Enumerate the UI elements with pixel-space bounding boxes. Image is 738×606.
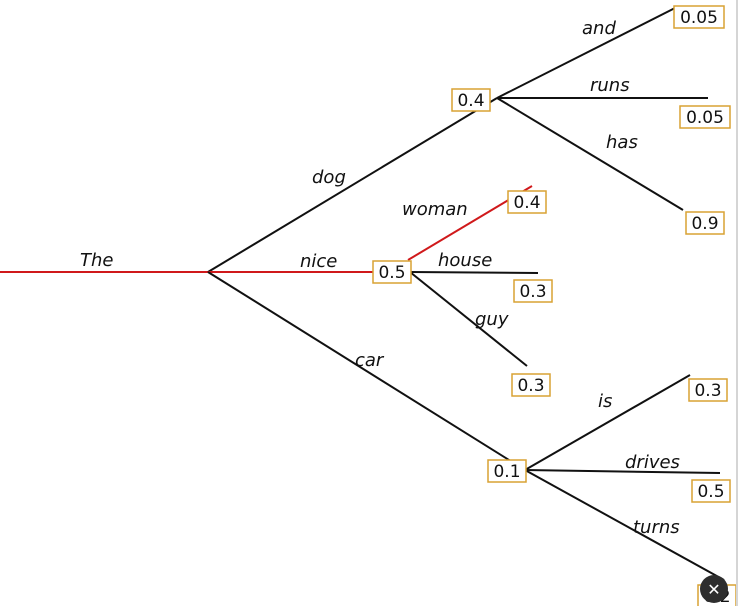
word-dog: dog: [312, 167, 346, 188]
prob-dog-runs-frame: [679, 105, 731, 129]
close-button[interactable]: ✕: [700, 575, 728, 603]
edge-dog: [207, 97, 498, 273]
prob-nice-woman: 0.4: [507, 190, 547, 214]
prob-nice-guy-value: 0.3: [517, 376, 544, 396]
prob-dog-has: 0.9: [685, 211, 725, 235]
tree-words: The dog and runs has nice woman house guy car is dr…: [80, 18, 680, 538]
word-drives: drives: [625, 452, 680, 473]
prob-dog-value: 0.4: [457, 91, 484, 111]
word-root: The: [80, 250, 113, 271]
prob-dog-has-frame: [685, 211, 725, 235]
edge-car-is: [524, 374, 691, 471]
word-and: and: [582, 18, 616, 39]
word-house: house: [438, 250, 492, 271]
probability-boxes: 0.050.050.90.40.40.30.30.50.30.50.20.1: [372, 5, 737, 606]
close-icon: ✕: [707, 579, 721, 599]
prob-dog-and-frame: [673, 5, 725, 29]
prob-nice-woman-value: 0.4: [513, 193, 540, 213]
edge-car: [207, 271, 526, 471]
prob-nice-house-value: 0.3: [519, 282, 546, 302]
window-edge: [736, 0, 738, 606]
prob-car-is-value: 0.3: [694, 381, 721, 401]
prob-nice-house-frame: [513, 279, 553, 303]
prob-dog-frame: [451, 88, 491, 112]
prob-dog-runs: 0.05: [679, 105, 731, 129]
prob-dog-runs-value: 0.05: [686, 108, 724, 128]
word-runs: runs: [590, 75, 630, 96]
word-car: car: [355, 350, 385, 371]
prob-car-frame: [487, 459, 527, 483]
prob-nice: 0.5: [372, 260, 412, 284]
prob-car-value: 0.1: [493, 462, 520, 482]
word-has: has: [606, 132, 638, 153]
edge-car-turns: [524, 469, 725, 581]
word-is: is: [598, 391, 612, 412]
prob-dog: 0.4: [451, 88, 491, 112]
word-guy: guy: [475, 309, 509, 330]
prob-nice-frame: [372, 260, 412, 284]
edge-dog-has: [496, 97, 684, 211]
prob-nice-house: 0.3: [513, 279, 553, 303]
edge-dog-and: [496, 7, 676, 99]
prob-dog-and: 0.05: [673, 5, 725, 29]
edge-nice-house: [409, 271, 539, 274]
tree-edges: [0, 7, 725, 581]
word-woman: woman: [402, 199, 468, 220]
prob-dog-has-value: 0.9: [691, 214, 718, 234]
prob-car-drives-frame: [691, 479, 731, 503]
prob-dog-and-value: 0.05: [680, 8, 718, 28]
prob-nice-woman-frame: [507, 190, 547, 214]
word-nice: nice: [300, 251, 337, 272]
prob-car-is-frame: [688, 378, 728, 402]
edge-car-drives: [524, 469, 721, 474]
prob-car-drives-value: 0.5: [697, 482, 724, 502]
prob-car: 0.1: [487, 459, 527, 483]
prob-nice-value: 0.5: [378, 263, 405, 283]
word-turns: turns: [633, 517, 680, 538]
prob-nice-guy: 0.3: [511, 373, 551, 397]
prob-nice-guy-frame: [511, 373, 551, 397]
prob-car-is: 0.3: [688, 378, 728, 402]
prob-car-drives: 0.5: [691, 479, 731, 503]
edge-nice-guy: [409, 271, 528, 367]
